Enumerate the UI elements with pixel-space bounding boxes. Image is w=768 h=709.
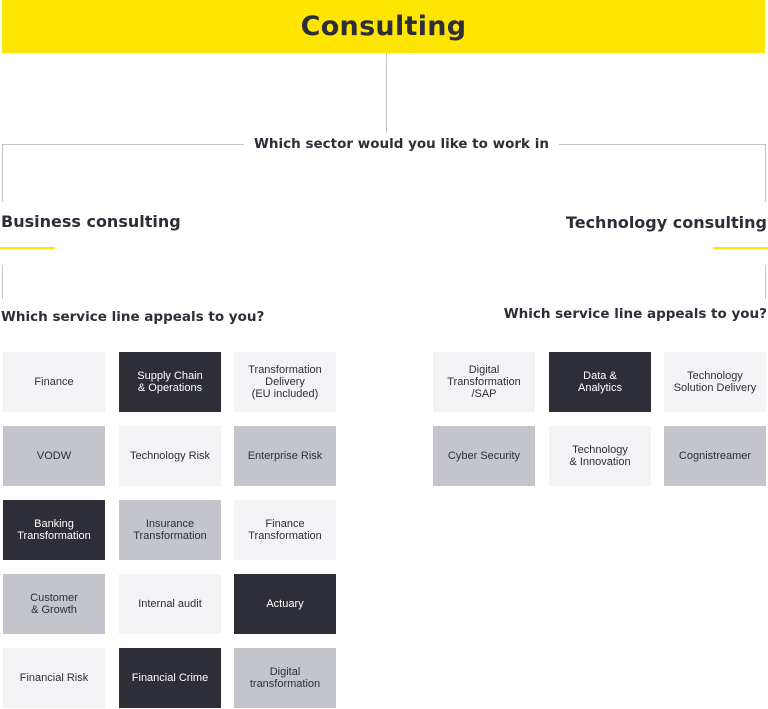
technology-service-question: Which service line appeals to you? bbox=[503, 306, 767, 322]
business-service-tile[interactable]: VODW bbox=[3, 426, 105, 486]
business-service-question: Which service line appeals to you? bbox=[1, 309, 265, 325]
technology-service-tile[interactable]: Technology & Innovation bbox=[549, 426, 651, 486]
technology-service-tile[interactable]: Cognistreamer bbox=[664, 426, 766, 486]
business-service-tile[interactable]: Supply Chain & Operations bbox=[119, 352, 221, 412]
technology-service-tile[interactable]: Technology Solution Delivery bbox=[664, 352, 766, 412]
business-service-tile[interactable]: Enterprise Risk bbox=[234, 426, 336, 486]
connector-line bbox=[765, 265, 766, 299]
page-title: Consulting bbox=[300, 11, 467, 42]
business-heading: Business consulting bbox=[1, 212, 181, 231]
connector-line bbox=[765, 144, 766, 202]
technology-service-tile[interactable]: Data & Analytics bbox=[549, 352, 651, 412]
business-service-tile[interactable]: Banking Transformation bbox=[3, 500, 105, 560]
title-banner: Consulting bbox=[2, 0, 765, 53]
business-service-tile[interactable]: Finance bbox=[3, 352, 105, 412]
connector-line bbox=[2, 144, 3, 202]
technology-service-tile[interactable]: Cyber Security bbox=[433, 426, 535, 486]
technology-heading: Technology consulting bbox=[565, 213, 767, 232]
business-service-tile[interactable]: Digital transformation bbox=[234, 648, 336, 708]
sector-question: Which sector would you like to work in bbox=[244, 136, 559, 152]
technology-service-tile[interactable]: Digital Transformation /SAP bbox=[433, 352, 535, 412]
connector-line bbox=[386, 53, 387, 133]
business-service-tile[interactable]: Financial Risk bbox=[3, 648, 105, 708]
technology-heading-underline bbox=[713, 247, 768, 249]
business-service-tile[interactable]: Customer & Growth bbox=[3, 574, 105, 634]
business-heading-underline bbox=[0, 247, 55, 249]
business-service-tile[interactable]: Finance Transformation bbox=[234, 500, 336, 560]
business-service-tile[interactable]: Internal audit bbox=[119, 574, 221, 634]
business-service-tile[interactable]: Insurance Transformation bbox=[119, 500, 221, 560]
connector-line bbox=[2, 265, 3, 299]
business-service-tile[interactable]: Technology Risk bbox=[119, 426, 221, 486]
business-service-tile[interactable]: Actuary bbox=[234, 574, 336, 634]
business-service-tile[interactable]: Financial Crime bbox=[119, 648, 221, 708]
business-service-tile[interactable]: Transformation Delivery (EU included) bbox=[234, 352, 336, 412]
